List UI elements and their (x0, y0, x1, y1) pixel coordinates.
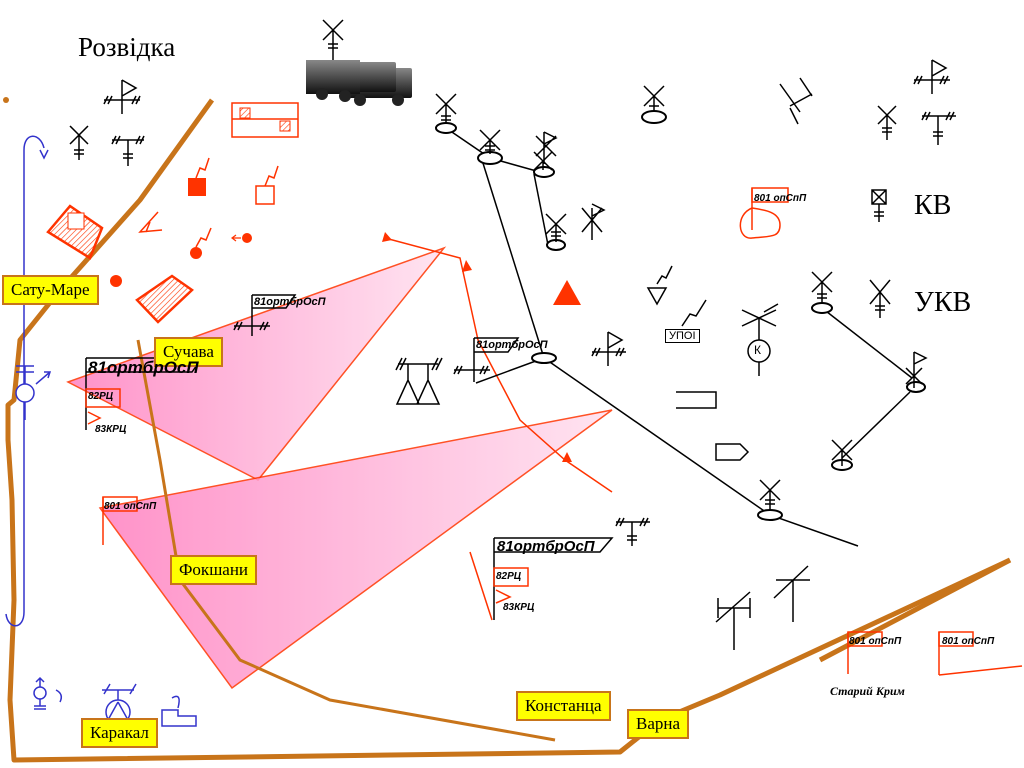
radio-signal-icon (195, 227, 212, 248)
unit-label-801-opsp: 801 опСпП (754, 193, 807, 204)
coverage-zone-south (98, 409, 613, 690)
unit-label-83-krc: 83КРЦ (95, 424, 127, 435)
direction-finder-icon (773, 565, 810, 622)
city-label-focsani: Фокшани (170, 555, 258, 585)
unit-label-801-opsp: 801 опСпП (104, 501, 157, 512)
border-line-east (818, 557, 1012, 663)
k-label: К (754, 343, 761, 357)
radio-signal-icon (195, 157, 210, 179)
enemy-hatched-area (46, 204, 104, 260)
direction-finder-icon (715, 591, 751, 650)
unit-label-801-opsp: 801 опСпП (942, 636, 995, 647)
city-label-satu-mare: Сату-Маре (2, 275, 99, 305)
comm-link (543, 357, 859, 547)
city-label-varna: Варна (627, 709, 690, 739)
arrow-head-icon (39, 149, 49, 160)
page-title: Розвідка (78, 32, 176, 62)
unit-label-81-ortbr: 81ортбрОсП (497, 538, 595, 555)
enemy-empty-square (255, 185, 275, 205)
city-label-suceava: Сучава (154, 337, 223, 367)
city-label-caracal: Каракал (81, 718, 158, 748)
unit-label-81-ortbr: 81ортбрОсП (254, 296, 326, 308)
band-label-vhf: УКВ (914, 287, 972, 318)
enemy-hatched-area (135, 274, 194, 324)
upoi-box: УПОІ (665, 329, 700, 343)
radio-signal-icon (681, 299, 707, 327)
station-icon (435, 110, 926, 521)
enemy-point (190, 247, 202, 259)
unit-label-82-rc: 82РЦ (496, 571, 522, 582)
radio-signal-icon (264, 165, 279, 187)
unit-label-83-krc: 83КРЦ (503, 602, 535, 613)
friendly-unit-icon (15, 365, 197, 727)
band-label-hf: КВ (914, 190, 952, 221)
k-station-icon (741, 303, 779, 376)
enemy-triangle (553, 280, 581, 305)
coverage-zone-north (66, 246, 447, 481)
enemy-point (242, 233, 252, 243)
place-label-stary-krym: Старий Крим (830, 684, 905, 698)
antenna-icon (69, 85, 928, 510)
marker-dot (3, 97, 9, 103)
pentagon-icon (715, 443, 750, 461)
vehicle-convoy-icon (306, 19, 412, 106)
city-label-constanta: Констанца (516, 691, 611, 721)
enemy-route (384, 237, 613, 493)
enemy-area-outline (739, 207, 781, 239)
aircraft-icon (779, 77, 813, 125)
friendly-route (5, 135, 45, 627)
unit-label-81-ortbr: 81ортбрОсП (88, 358, 199, 377)
river-line (136, 339, 556, 742)
enemy-hq-box (231, 102, 299, 138)
enemy-filled-square (188, 178, 206, 196)
unit-label-801-opsp: 801 опСпП (849, 636, 902, 647)
unit-label-82-rc: 82РЦ (88, 391, 114, 402)
bracket-icon (676, 391, 717, 409)
enemy-angle-icon (138, 211, 163, 233)
triangle-relay-icon (646, 265, 673, 306)
radar-array-icon (395, 357, 443, 405)
command-post-icon (103, 59, 956, 546)
unit-label-81-ortbr: 81ортбрОсП (476, 339, 548, 351)
